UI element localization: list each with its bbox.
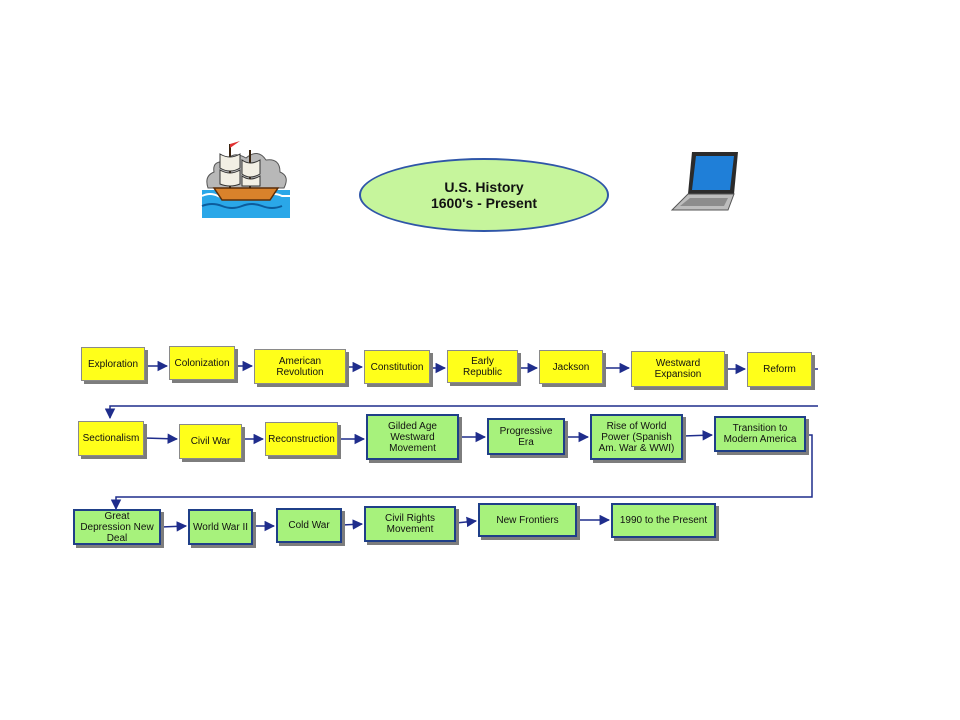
laptop-icon	[668, 148, 740, 214]
era-box-world-war-ii: World War II	[188, 509, 253, 545]
era-label: Colonization	[174, 357, 230, 369]
title-line-1: U.S. History	[444, 179, 524, 195]
era-box-transition-to-modern-america: Transition to Modern America	[714, 416, 806, 452]
era-label: Rise of World Power (Spanish Am. War & W…	[598, 420, 675, 454]
era-box-1990-to-present: 1990 to the Present	[611, 503, 716, 538]
arrow-connector	[455, 516, 478, 528]
era-label: Early Republic	[463, 355, 502, 378]
era-box-progressive-era: Progressive Era	[487, 418, 565, 455]
title-oval: U.S. History 1600's - Present	[359, 158, 609, 232]
era-label: American Revolution	[276, 355, 324, 378]
era-label: Cold War	[288, 520, 330, 531]
era-label: World War II	[193, 521, 249, 533]
era-label: 1990 to the Present	[619, 515, 708, 526]
arrow-connector	[143, 433, 179, 444]
era-label: Transition to Modern America	[723, 423, 797, 445]
era-box-constitution: Constitution	[364, 350, 430, 384]
era-box-civil-rights-movement: Civil Rights Movement	[364, 506, 456, 542]
era-label: Civil Rights Movement	[384, 513, 435, 535]
era-label: Gilded Age Westward Movement	[388, 420, 437, 454]
era-label: Progressive Era	[499, 425, 553, 448]
era-box-reconstruction: Reconstruction	[265, 422, 338, 456]
arrow-connector	[682, 430, 714, 441]
era-box-jackson: Jackson	[539, 350, 603, 384]
era-label: New Frontiers	[496, 514, 559, 526]
era-label: Exploration	[87, 358, 139, 370]
era-label: Reform	[763, 364, 796, 375]
era-box-rise-of-world-power: Rise of World Power (Spanish Am. War & W…	[590, 414, 683, 460]
era-box-early-republic: Early Republic	[447, 350, 518, 383]
era-label: Civil War	[190, 436, 231, 447]
era-box-new-frontiers: New Frontiers	[478, 503, 577, 537]
era-box-cold-war: Cold War	[276, 508, 342, 543]
era-box-american-revolution: American Revolution	[254, 349, 346, 384]
era-label: Westward Expansion	[654, 358, 702, 380]
era-box-great-depression: Great Depression New Deal	[73, 509, 161, 545]
era-label: Great Depression New Deal	[80, 510, 154, 544]
era-label: Constitution	[370, 361, 424, 373]
era-box-exploration: Exploration	[81, 347, 145, 381]
era-box-civil-war: Civil War	[179, 424, 242, 459]
era-box-reform: Reform	[747, 352, 812, 387]
era-box-gilded-age: Gilded Age Westward Movement	[366, 414, 459, 460]
era-label: Jackson	[552, 361, 590, 373]
era-box-sectionalism: Sectionalism	[78, 421, 144, 456]
title-line-2: 1600's - Present	[430, 195, 538, 211]
arrow-connector	[341, 519, 364, 530]
era-box-colonization: Colonization	[169, 346, 235, 380]
arrow-connector	[104, 405, 818, 420]
arrow-connector	[110, 434, 813, 511]
arrow-connector	[160, 521, 188, 532]
era-label: Reconstruction	[268, 433, 335, 445]
sailing-ship-icon	[200, 138, 292, 220]
era-box-westward-expansion: Westward Expansion	[631, 351, 725, 387]
era-label: Sectionalism	[82, 433, 140, 444]
